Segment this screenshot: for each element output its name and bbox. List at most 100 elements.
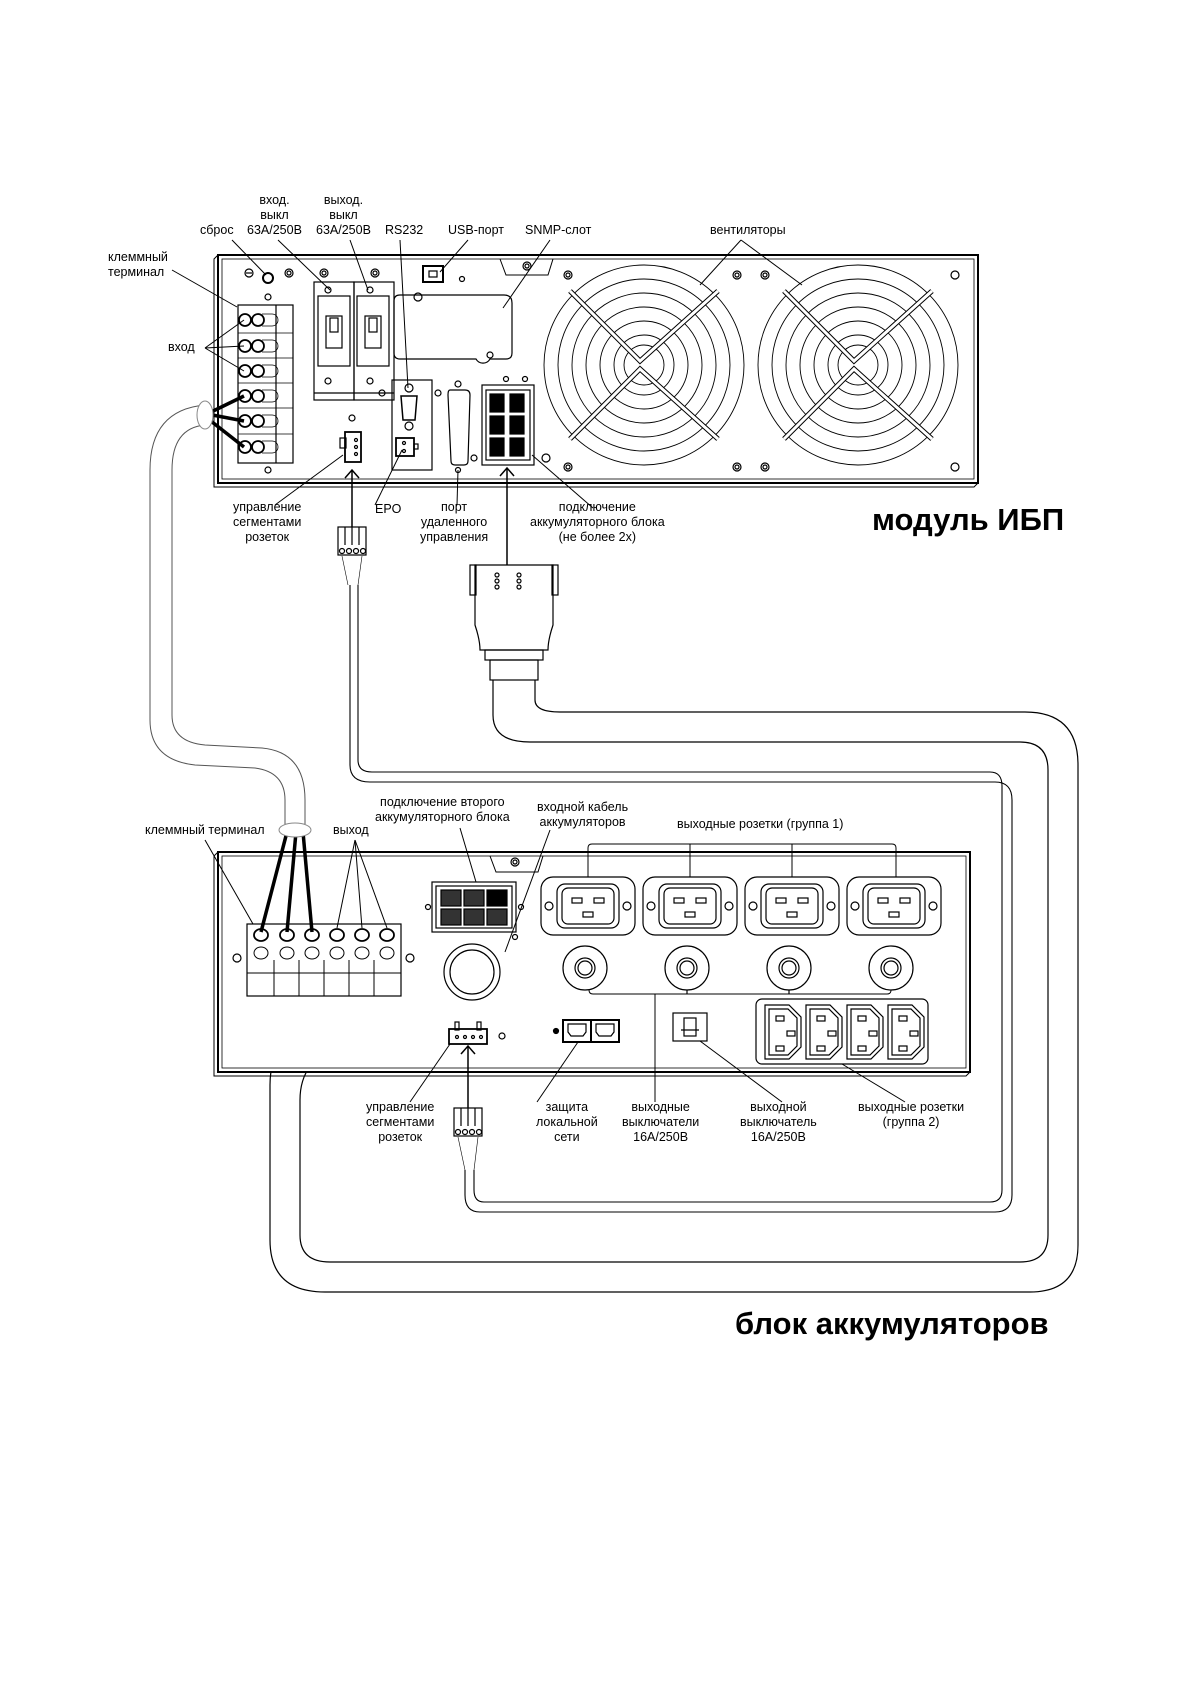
label-line: клеммный	[108, 250, 168, 264]
label-line: порт	[441, 500, 468, 514]
title-ups-module: модуль ИБП	[872, 502, 1065, 537]
label-output-breakers: выходные выключатели 16А/250В	[622, 1100, 699, 1145]
label-line: выкл	[260, 208, 289, 222]
ups-segment-control-plug	[337, 526, 367, 586]
label-line: входной кабель	[537, 800, 629, 814]
label-output-breaker-single: выходной выключатель 16А/250В	[740, 1100, 817, 1145]
round-breaker[interactable]	[562, 945, 608, 991]
label-ups-terminal: клеммный терминал	[108, 250, 168, 280]
label-line: аккумуляторного блока	[375, 810, 510, 824]
output-breaker-16a[interactable]	[672, 1012, 708, 1042]
label-line: 63А/250В	[247, 223, 302, 237]
remote-control-port[interactable]	[378, 380, 471, 474]
fan-right	[757, 264, 959, 466]
battery-segment-control-plug	[453, 1107, 483, 1171]
c13-outlet[interactable]	[846, 1004, 884, 1060]
label-line: клеммный терминал	[145, 823, 265, 837]
lan-protection-ports[interactable]	[552, 1019, 620, 1043]
label-battery-output: выход	[333, 823, 369, 838]
label-line: выходные	[631, 1100, 690, 1114]
battery-input-wires	[259, 831, 314, 933]
c13-outlet[interactable]	[887, 1004, 925, 1060]
c19-outlet[interactable]	[846, 876, 942, 936]
label-line: 16А/250В	[633, 1130, 689, 1144]
label-line: выключатель	[740, 1115, 817, 1129]
label-line: USB-порт	[448, 223, 504, 237]
usb-port[interactable]	[422, 265, 466, 283]
label-line: удаленного	[420, 515, 488, 529]
label-outlets-group2: выходные розетки (группа 2)	[858, 1100, 964, 1130]
c13-outlet[interactable]	[764, 1004, 802, 1060]
label-line: EPO	[375, 502, 402, 516]
label-input-breaker: вход. выкл 63А/250В	[247, 193, 302, 238]
label-line: SNMP-слот	[525, 223, 592, 237]
label-line: 16А/250В	[750, 1130, 806, 1144]
label-line: сегментами	[366, 1115, 435, 1129]
label-battery-terminal: клеммный терминал	[145, 823, 265, 838]
reset-button[interactable]	[262, 272, 274, 301]
ups-module-panel	[196, 254, 979, 488]
label-line: выходные розетки	[858, 1100, 965, 1114]
label-line: подключение	[558, 500, 636, 514]
label-reset: сброс	[200, 223, 234, 238]
power-cable-left	[149, 404, 306, 835]
label-line: управление	[233, 500, 302, 514]
ups-arrows	[344, 466, 515, 565]
rs232-port[interactable]	[391, 379, 433, 471]
label-line: RS232	[385, 223, 424, 237]
battery-leader-lines	[204, 827, 906, 1103]
label-line: (не более 2х)	[558, 530, 637, 544]
label-lan-protection: защита локальной сети	[536, 1100, 598, 1145]
title-battery-block: блок аккумуляторов	[735, 1306, 1049, 1341]
label-line: защита	[545, 1100, 589, 1114]
battery-cable-gland	[443, 943, 501, 1001]
fan-left	[543, 264, 745, 466]
label-battery-connect: подключение аккумуляторного блока (не бо…	[530, 500, 665, 545]
label-line: выход.	[323, 193, 364, 207]
second-battery-connector[interactable]	[424, 881, 525, 941]
snmp-slot[interactable]	[393, 292, 513, 364]
battery-segment-control-connector[interactable]	[448, 1021, 506, 1045]
label-line: локальной	[536, 1115, 598, 1129]
label-line: вход.	[259, 193, 290, 207]
label-line: выходные розетки (группа 1)	[677, 817, 844, 831]
label-line: подключение второго	[380, 795, 505, 809]
label-line: аккумуляторного блока	[530, 515, 665, 529]
epo-connector[interactable]	[395, 437, 419, 457]
ups-leader-lines	[171, 239, 803, 509]
label-line: розеток	[245, 530, 290, 544]
label-ups-segment-control: управление сегментами розеток	[233, 500, 301, 545]
label-line: сброс	[200, 223, 234, 237]
label-line: выключатели	[622, 1115, 700, 1129]
label-line: вентиляторы	[710, 223, 786, 237]
label-epo: EPO	[375, 502, 401, 517]
battery-connector-socket[interactable]	[470, 375, 551, 466]
label-snmp: SNMP-слот	[525, 223, 591, 238]
label-line: (группа 2)	[882, 1115, 940, 1129]
input-breaker[interactable]	[313, 281, 355, 401]
label-line: аккумуляторов	[539, 815, 626, 829]
label-battery-input-cable: входной кабель аккумуляторов	[537, 800, 628, 830]
label-outlets-group1: выходные розетки (группа 1)	[677, 817, 843, 832]
label-line: выход	[333, 823, 369, 837]
battery-terminal-block	[232, 923, 415, 997]
label-fans: вентиляторы	[710, 223, 786, 238]
label-rs232: RS232	[385, 223, 423, 238]
label-remote-port: порт удаленного управления	[420, 500, 488, 545]
battery-cable-plug	[469, 564, 559, 681]
label-usb: USB-порт	[448, 223, 504, 238]
label-line: управление	[366, 1100, 435, 1114]
label-line: выходной	[750, 1100, 807, 1114]
label-line: терминал	[108, 265, 165, 279]
label-line: сегментами	[233, 515, 302, 529]
segment-control-connector[interactable]	[339, 414, 362, 463]
label-ups-input: вход	[168, 340, 195, 355]
control-cable	[349, 585, 1013, 1213]
label-battery-segment-control: управление сегментами розеток	[366, 1100, 434, 1145]
label-line: управления	[420, 530, 489, 544]
battery-arrow	[460, 1044, 476, 1108]
c13-outlet[interactable]	[805, 1004, 843, 1060]
label-line: 63А/250В	[316, 223, 371, 237]
output-breakers-16a	[562, 945, 914, 995]
